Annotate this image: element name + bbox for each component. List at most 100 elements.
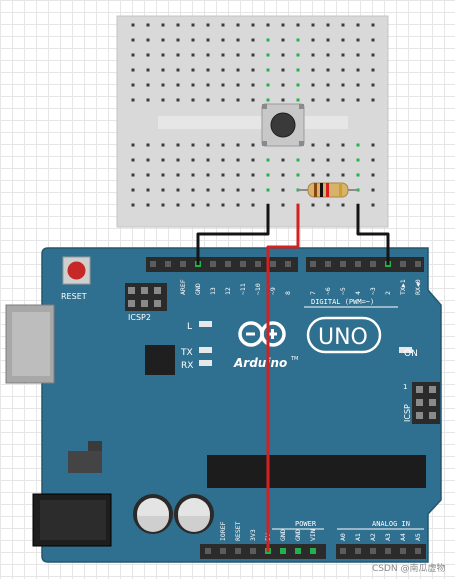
tx-label: TX xyxy=(180,348,193,358)
breadboard-hole xyxy=(236,83,240,87)
breadboard-hole xyxy=(371,188,375,192)
breadboard-hole xyxy=(191,83,195,87)
breadboard-hole xyxy=(146,53,150,57)
breadboard-hole xyxy=(206,38,210,42)
breadboard-hole xyxy=(356,23,360,27)
capacitor xyxy=(174,494,214,534)
pin-label: ~9 xyxy=(269,287,277,295)
breadboard-hole xyxy=(206,203,210,207)
led-rx xyxy=(199,360,212,366)
breadboard-hole xyxy=(236,143,240,147)
breadboard-hole xyxy=(281,83,285,87)
breadboard-hole xyxy=(356,38,360,42)
icsp2-pin xyxy=(154,300,161,307)
breadboard-hole xyxy=(296,98,300,102)
breadboard-hole xyxy=(206,173,210,177)
breadboard-hole xyxy=(176,38,180,42)
breadboard-hole xyxy=(326,173,330,177)
reset-button[interactable] xyxy=(62,256,91,285)
breadboard-hole xyxy=(356,68,360,72)
microcontroller-chip xyxy=(207,455,426,488)
breadboard-hole xyxy=(236,203,240,207)
breadboard-hole xyxy=(146,23,150,27)
breadboard-hole xyxy=(161,83,165,87)
pin-label: ~6 xyxy=(324,287,332,295)
breadboard-hole xyxy=(296,38,300,42)
breadboard-hole xyxy=(176,23,180,27)
breadboard-hole xyxy=(161,158,165,162)
pin-label: VIN xyxy=(309,529,317,541)
breadboard-hole xyxy=(311,98,315,102)
breadboard-hole xyxy=(281,203,285,207)
pin-label: RX◀0 xyxy=(414,279,422,295)
breadboard-hole xyxy=(176,68,180,72)
pin-label: 12 xyxy=(224,287,232,295)
led-on xyxy=(399,347,412,353)
pin-label: ~3 xyxy=(369,287,377,295)
breadboard-hole xyxy=(191,173,195,177)
wire-pin2-black xyxy=(356,204,390,265)
breadboard-hole xyxy=(221,173,225,177)
breadboard-hole xyxy=(326,38,330,42)
breadboard-hole xyxy=(161,173,165,177)
header-pin xyxy=(370,261,376,267)
pin-label: A2 xyxy=(369,533,377,541)
breadboard-hole xyxy=(356,98,360,102)
breadboard-hole xyxy=(191,23,195,27)
breadboard-hole xyxy=(266,23,270,27)
icsp2-pin xyxy=(128,287,135,294)
breadboard-hole xyxy=(131,143,135,147)
breadboard-hole xyxy=(251,23,255,27)
breadboard-hole xyxy=(161,143,165,147)
breadboard-hole xyxy=(311,173,315,177)
breadboard-hole xyxy=(341,173,345,177)
pin-label: A1 xyxy=(354,533,362,541)
pin-label: ~5 xyxy=(339,287,347,295)
header-pin xyxy=(310,261,316,267)
breadboard-hole xyxy=(341,38,345,42)
breadboard-hole xyxy=(161,53,165,57)
breadboard-hole xyxy=(341,158,345,162)
icsp-pin xyxy=(429,386,436,393)
breadboard-hole xyxy=(326,158,330,162)
push-button[interactable] xyxy=(261,103,305,147)
breadboard-hole xyxy=(326,98,330,102)
pin-label: 3V3 xyxy=(249,529,257,541)
header-pin xyxy=(415,548,421,554)
breadboard-hole xyxy=(191,158,195,162)
pin-label: GND xyxy=(194,283,202,295)
breadboard-hole xyxy=(146,203,150,207)
breadboard-hole xyxy=(326,23,330,27)
digital-label: DIGITAL (PWM=~) xyxy=(311,298,374,306)
header-pin xyxy=(285,261,291,267)
header-pin xyxy=(240,261,246,267)
header-pin xyxy=(255,261,261,267)
breadboard-hole xyxy=(176,203,180,207)
breadboard-hole xyxy=(326,143,330,147)
breadboard-hole xyxy=(266,188,270,192)
header-pin xyxy=(150,261,156,267)
breadboard-hole xyxy=(281,98,285,102)
icsp-header xyxy=(412,382,440,424)
header-pin xyxy=(310,548,316,554)
breadboard-hole xyxy=(221,83,225,87)
breadboard-hole xyxy=(191,188,195,192)
rx-label: RX xyxy=(181,361,193,371)
breadboard-hole xyxy=(221,53,225,57)
breadboard-hole xyxy=(341,68,345,72)
breadboard-hole xyxy=(176,83,180,87)
breadboard-hole xyxy=(326,68,330,72)
breadboard-hole xyxy=(176,158,180,162)
breadboard-hole xyxy=(146,173,150,177)
header-pin xyxy=(225,261,231,267)
header-pin xyxy=(415,261,421,267)
breadboard-hole xyxy=(356,53,360,57)
wire-gnd-black xyxy=(196,204,270,265)
breadboard-hole xyxy=(236,38,240,42)
uno-badge xyxy=(306,316,382,354)
icsp-pin xyxy=(416,412,423,419)
breadboard-hole xyxy=(161,203,165,207)
breadboard-hole xyxy=(326,53,330,57)
breadboard-hole xyxy=(371,38,375,42)
